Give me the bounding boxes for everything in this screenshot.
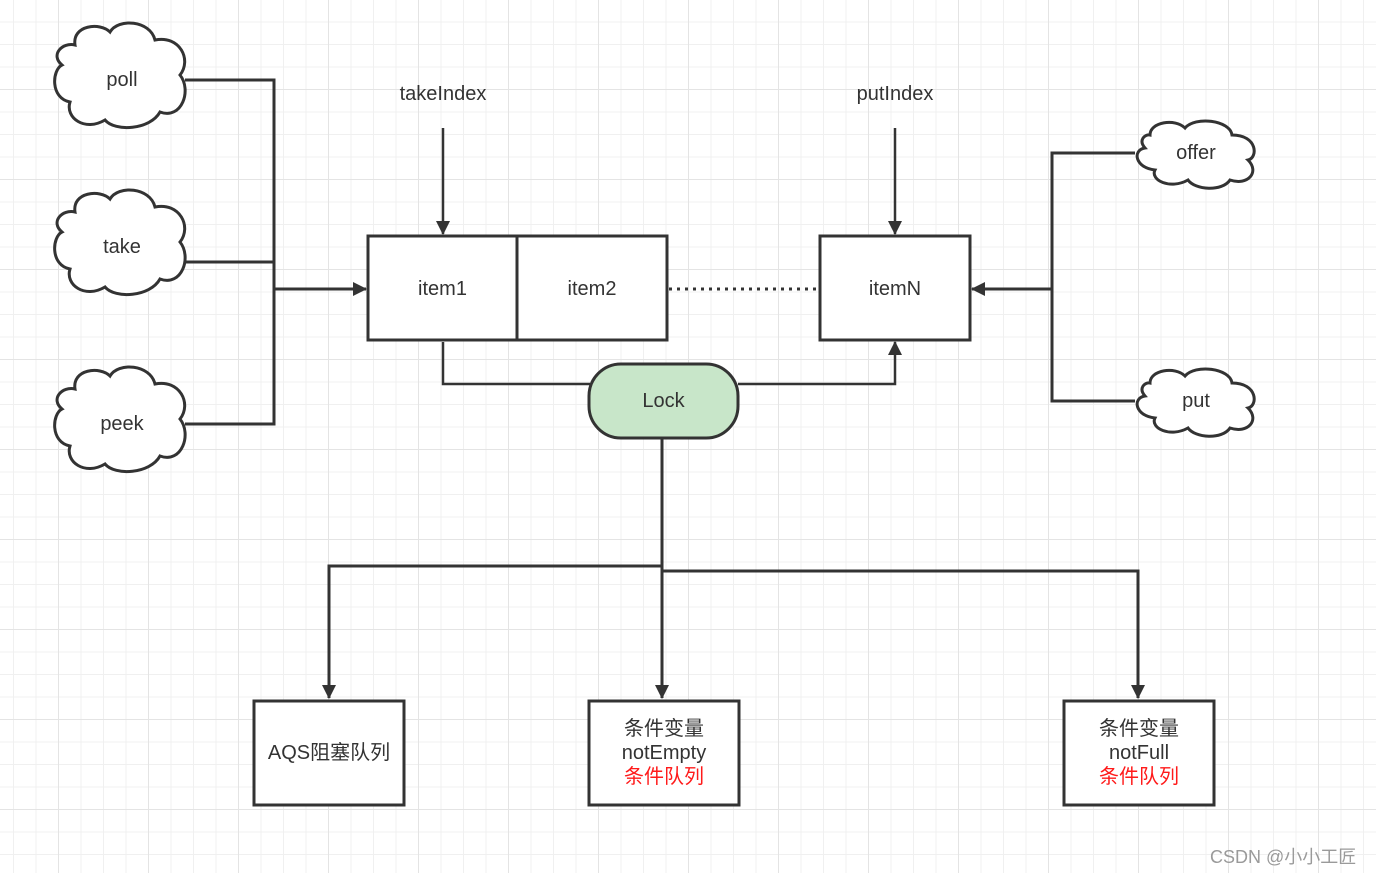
itemN-box: [818, 234, 972, 342]
op-poll: poll: [106, 69, 138, 91]
watermark: CSDN @小小工匠: [1210, 847, 1357, 867]
not-empty-queue: 条件变量 notEmpty 条件队列: [589, 701, 739, 805]
not-empty-box: [587, 699, 741, 807]
not-empty-line2: notEmpty: [621, 742, 707, 764]
item2-box: [515, 234, 669, 342]
cloud-offer: [1135, 119, 1256, 190]
not-full-highlight: 条件队列: [1099, 766, 1179, 788]
cloud-poll: [53, 21, 187, 130]
op-offer: offer: [1176, 142, 1216, 164]
aqs-queue-label: AQS阻塞队列: [267, 742, 391, 764]
not-full-line2: notFull: [1108, 742, 1170, 764]
not-full-line1: 条件变量: [1099, 718, 1179, 740]
aqs-queue: AQS阻塞队列: [254, 701, 404, 805]
not-empty-highlight: 条件队列: [624, 766, 704, 788]
cloud-put: [1135, 367, 1256, 438]
itemN-label: itemN: [868, 278, 922, 300]
not-full-queue: 条件变量 notFull 条件队列: [1064, 701, 1214, 805]
op-put: put: [1182, 390, 1210, 412]
not-full-box: [1062, 699, 1216, 807]
cloud-peek: [53, 365, 187, 474]
op-take: take: [103, 236, 141, 258]
item2-label: item2: [567, 278, 617, 300]
op-peek: peek: [100, 413, 144, 435]
aqs-box: [252, 699, 406, 807]
not-empty-line1: 条件变量: [624, 718, 704, 740]
put-index-label: putIndex: [856, 83, 934, 105]
take-index-label: takeIndex: [399, 83, 487, 105]
lock-label: Lock: [642, 390, 685, 412]
item1-label: item1: [418, 278, 467, 300]
cloud-take: [53, 188, 187, 297]
